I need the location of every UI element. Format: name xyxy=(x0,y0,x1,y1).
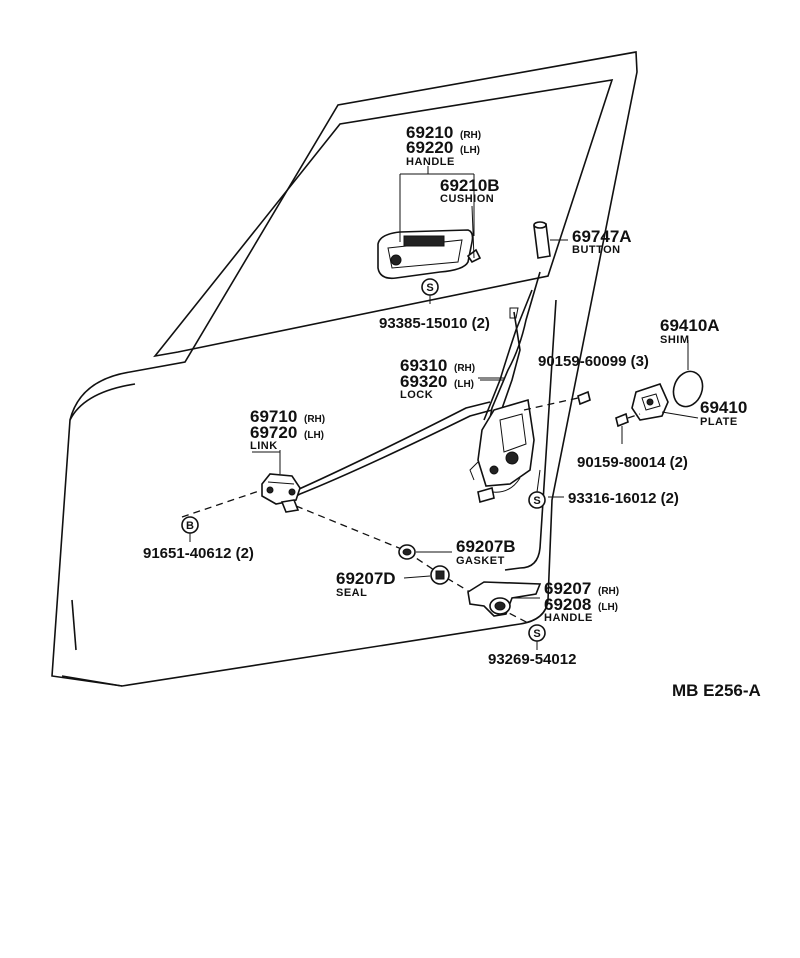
svg-text:HANDLE: HANDLE xyxy=(544,612,593,624)
label-inside-handle: 69210 (RH) 69220 (LH) HANDLE xyxy=(406,123,481,168)
svg-text:(LH): (LH) xyxy=(598,602,618,613)
svg-text:69220: 69220 xyxy=(406,138,453,157)
svg-text:69207D: 69207D xyxy=(336,569,396,588)
inside-handle-part xyxy=(377,166,475,280)
label-link: 69710 (RH) 69720 (LH) LINK xyxy=(250,407,325,452)
svg-text:S: S xyxy=(533,628,540,640)
label-plate: 69410 PLATE xyxy=(700,398,747,428)
svg-text:69207: 69207 xyxy=(544,579,591,598)
seal-part xyxy=(403,565,450,585)
svg-text:69410A: 69410A xyxy=(660,316,720,335)
svg-text:SHIM: SHIM xyxy=(660,334,690,346)
handle-screw-symbol: S xyxy=(421,278,439,304)
svg-text:PLATE: PLATE xyxy=(700,416,738,428)
link-part xyxy=(261,450,301,513)
label-seal: 69207D SEAL xyxy=(336,569,396,599)
svg-text:LOCK: LOCK xyxy=(400,389,433,401)
svg-text:69747A: 69747A xyxy=(572,227,632,246)
svg-text:SEAL: SEAL xyxy=(336,587,367,599)
plate-bolt xyxy=(615,412,641,444)
outside-handle-part xyxy=(467,581,542,617)
label-outside-handle: 69207 (RH) 69208 (LH) HANDLE xyxy=(544,579,619,624)
cushion-part xyxy=(466,205,482,264)
gasket-part xyxy=(398,544,452,560)
svg-text:S: S xyxy=(426,282,433,294)
svg-text:69207B: 69207B xyxy=(456,537,516,556)
svg-text:69310: 69310 xyxy=(400,356,447,375)
leader-lines xyxy=(252,377,564,498)
svg-text:(RH): (RH) xyxy=(304,414,325,425)
shim-part xyxy=(672,340,704,408)
svg-text:(LH): (LH) xyxy=(460,145,480,156)
label-handle-screw: 93385-15010 (2) xyxy=(379,315,490,332)
label-outer-handle-screw: 93269-54012 xyxy=(488,651,576,668)
lock-screw-symbol: S xyxy=(528,469,546,509)
label-plate-bolt: 90159-80014 (2) xyxy=(577,454,688,471)
svg-text:(RH): (RH) xyxy=(460,130,481,141)
link-bolt-symbol: B xyxy=(181,489,263,542)
label-lock-screw: 93316-16012 (2) xyxy=(568,490,679,507)
svg-text:S: S xyxy=(533,495,540,507)
label-link-bolt: 91651-40612 (2) xyxy=(143,545,254,562)
door-outline xyxy=(51,51,638,687)
label-shim: 69410A SHIM xyxy=(660,316,720,346)
svg-text:69320: 69320 xyxy=(400,372,447,391)
svg-text:CUSHION: CUSHION xyxy=(440,193,494,205)
svg-text:(LH): (LH) xyxy=(454,379,474,390)
svg-text:69210B: 69210B xyxy=(440,176,500,195)
svg-text:BUTTON: BUTTON xyxy=(572,244,621,256)
svg-text:LINK: LINK xyxy=(250,440,278,452)
svg-text:GASKET: GASKET xyxy=(456,555,505,567)
label-lock: 69310 (RH) 69320 (LH) LOCK xyxy=(400,356,475,401)
lock-bolt xyxy=(523,390,591,411)
svg-text:69710: 69710 xyxy=(250,407,297,426)
svg-text:69210: 69210 xyxy=(406,123,453,142)
svg-text:69720: 69720 xyxy=(250,423,297,442)
label-gasket: 69207B GASKET xyxy=(456,537,516,567)
door-lock-part xyxy=(469,379,535,504)
svg-text:(RH): (RH) xyxy=(598,586,619,597)
label-button: 69747A BUTTON xyxy=(572,227,632,256)
svg-text:69208: 69208 xyxy=(544,595,591,614)
svg-text:B: B xyxy=(186,520,194,532)
label-cushion: 69210B CUSHION xyxy=(440,176,500,205)
svg-text:(LH): (LH) xyxy=(304,430,324,441)
svg-text:69410: 69410 xyxy=(700,398,747,417)
svg-text:(RH): (RH) xyxy=(454,363,475,374)
diagram-code: MB E256-A xyxy=(672,681,761,700)
lock-button-part xyxy=(533,221,568,259)
outer-handle-screw-symbol: S xyxy=(528,624,546,650)
label-lock-bolt: 90159-60099 (3) xyxy=(538,353,649,370)
plate-part xyxy=(631,383,699,421)
svg-text:HANDLE: HANDLE xyxy=(406,156,455,168)
